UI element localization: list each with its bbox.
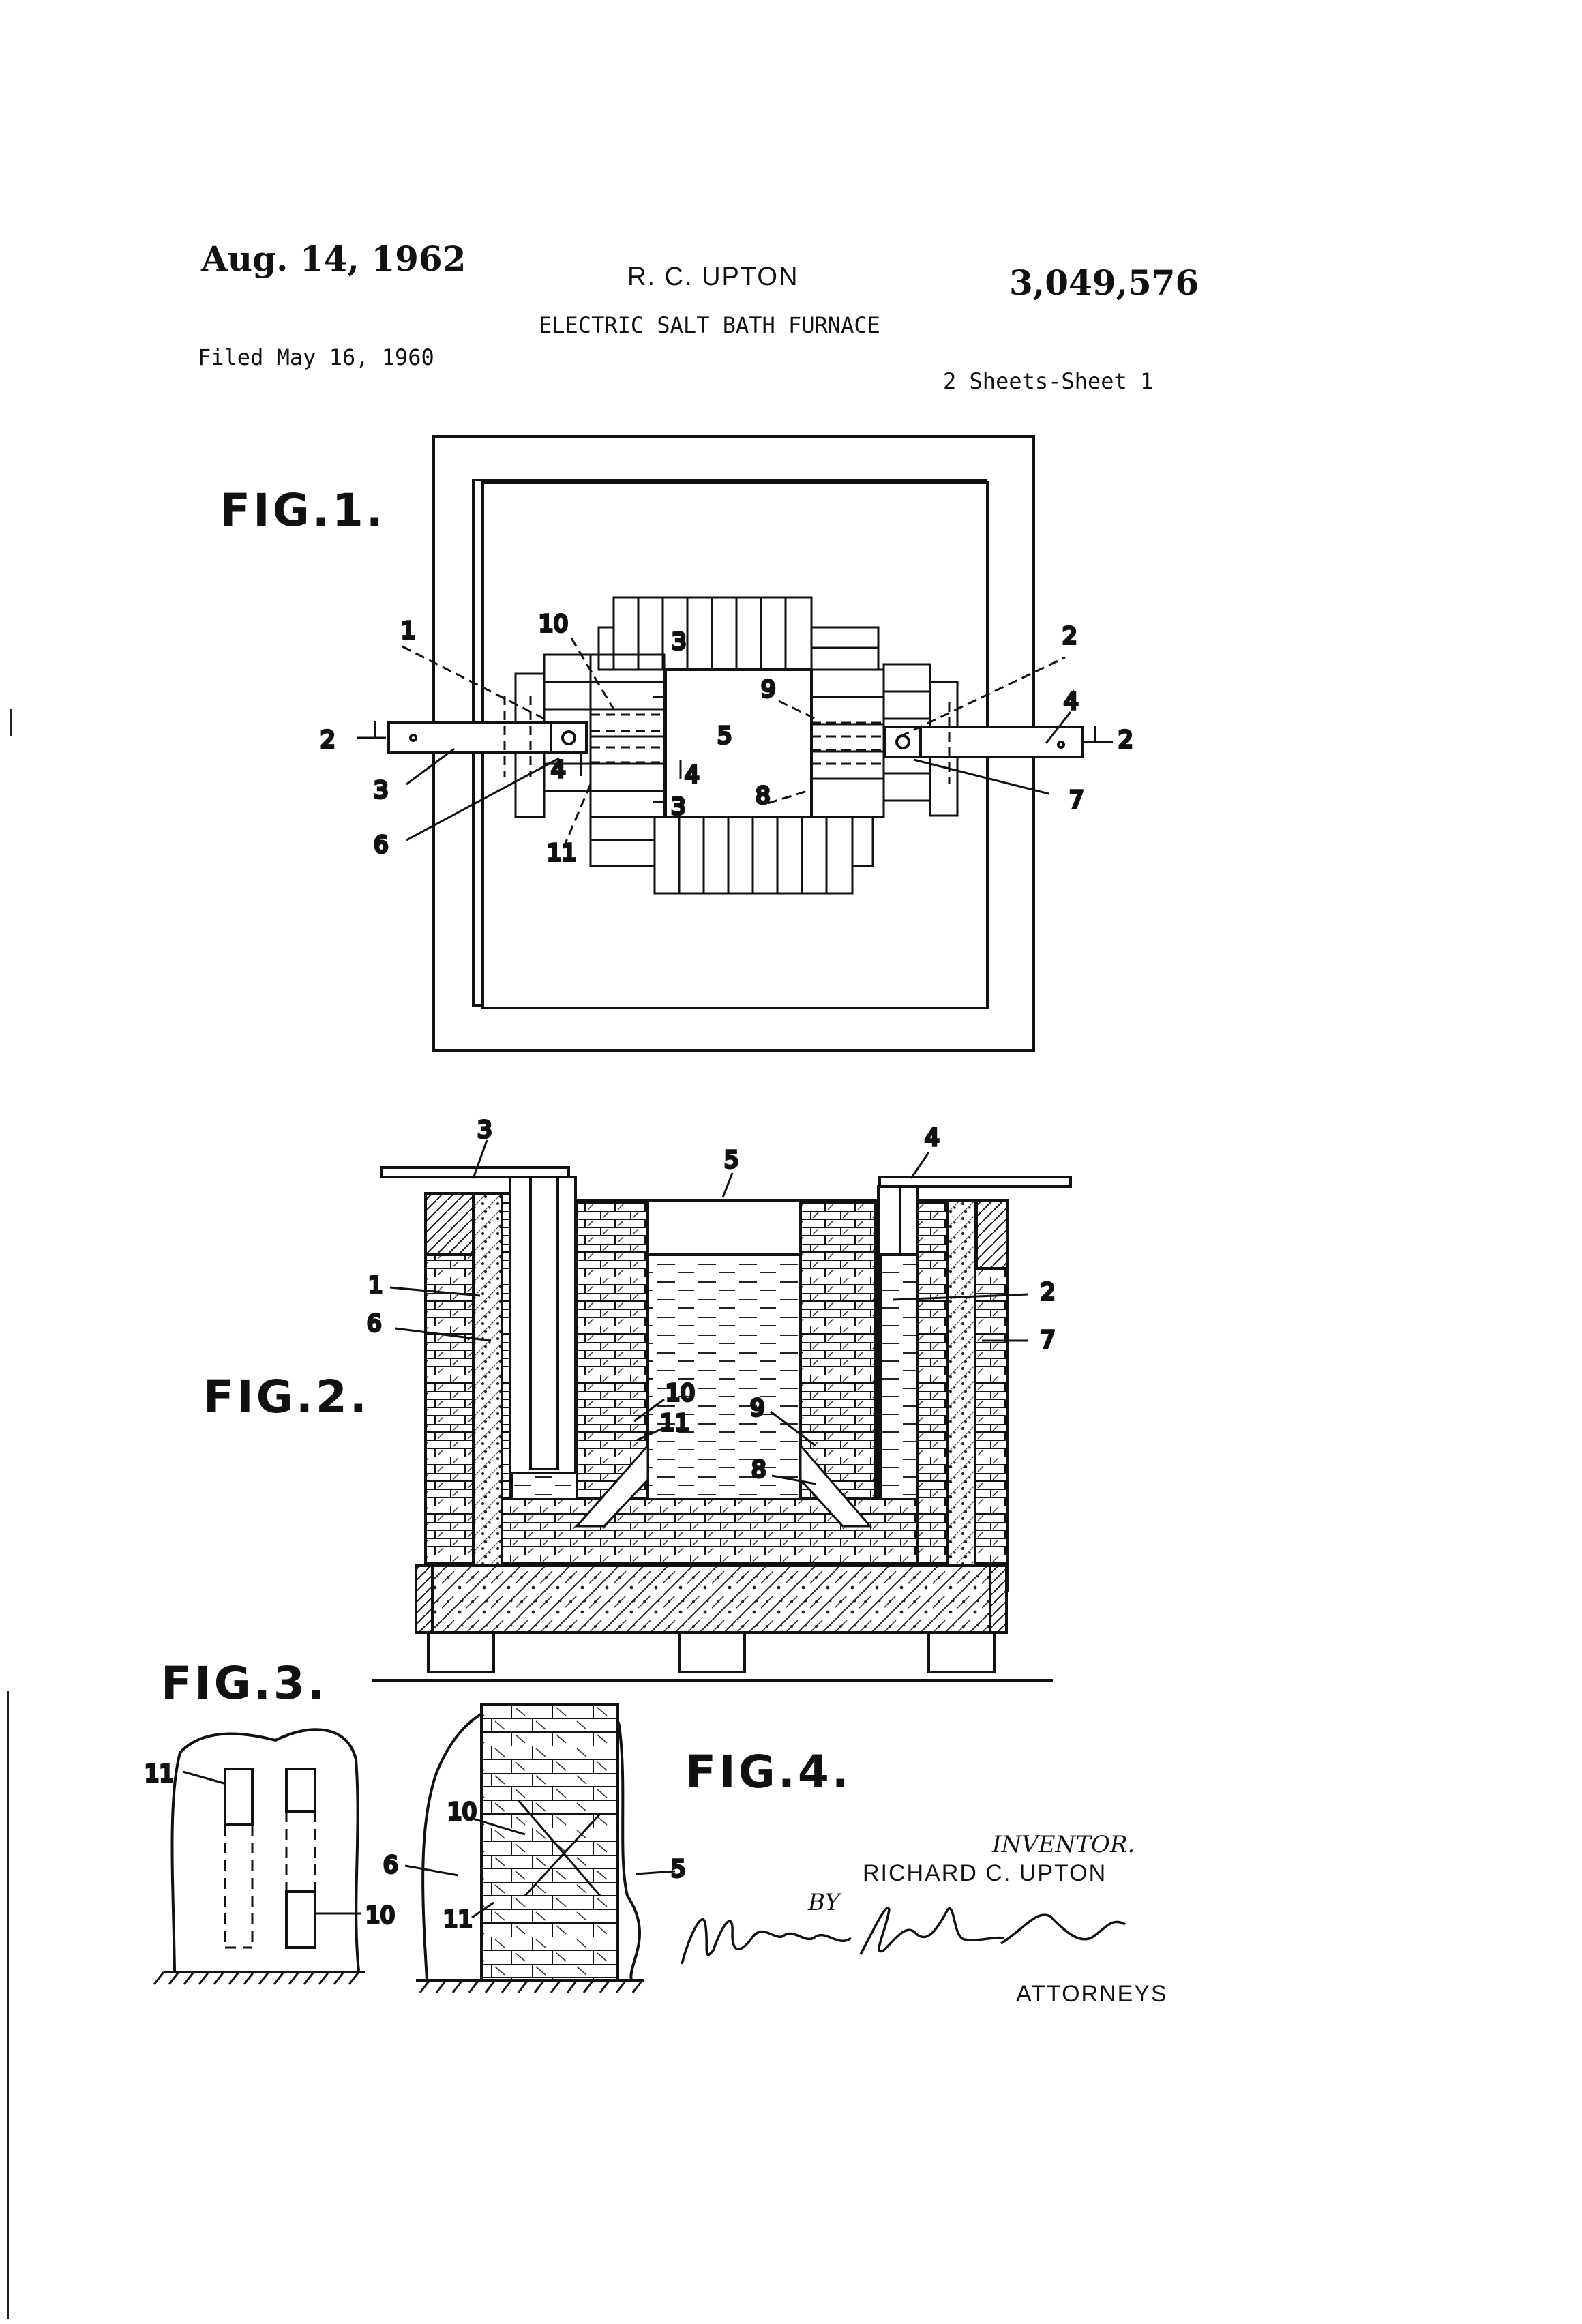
fig4-ref-5: 5 bbox=[671, 1856, 686, 1883]
fig2-ref-11: 11 bbox=[660, 1410, 689, 1437]
fig2-ref-1: 1 bbox=[368, 1272, 383, 1299]
fig2-ref-6: 6 bbox=[367, 1310, 382, 1337]
attorney-signature bbox=[682, 1908, 1125, 1964]
fig1-ref-8: 8 bbox=[756, 782, 771, 809]
fig1-ref-11: 11 bbox=[547, 839, 576, 867]
fig4-ref-11: 11 bbox=[443, 1906, 473, 1933]
fig3-ref-10: 10 bbox=[365, 1902, 395, 1929]
fig2-ref-8: 8 bbox=[751, 1456, 766, 1483]
fig2-ref-5: 5 bbox=[724, 1146, 739, 1174]
fig1-ref-3-top: 3 bbox=[672, 628, 687, 655]
fig2-ref-10: 10 bbox=[666, 1380, 695, 1407]
fig3-drawing: 11 10 bbox=[145, 1729, 395, 1984]
fig4-drawing: 10 6 11 5 bbox=[383, 1704, 686, 1993]
fig3-ref-11: 11 bbox=[145, 1760, 174, 1787]
fig1-ref-3-bottom: 3 bbox=[671, 793, 686, 820]
fig1-ref-9: 9 bbox=[761, 676, 776, 703]
fig1-ref-10: 10 bbox=[539, 610, 568, 638]
fig1-ref-4-mid: 4 bbox=[685, 762, 700, 789]
fig2-ref-2: 2 bbox=[1041, 1279, 1056, 1306]
fig2-drawing: 3 4 5 1 6 2 7 10 11 9 8 bbox=[367, 1116, 1071, 1680]
fig2-ref-4: 4 bbox=[925, 1124, 940, 1152]
fig1-ref-2-arrow-right: 2 bbox=[1118, 726, 1133, 754]
fig2-ref-7: 7 bbox=[1041, 1326, 1056, 1354]
fig1-ref-4-right: 4 bbox=[1064, 688, 1079, 715]
fig1-ref-2-arrow-left: 2 bbox=[320, 726, 335, 754]
fig1-ref-4-left: 4 bbox=[551, 756, 566, 784]
fig2-ref-9: 9 bbox=[750, 1395, 765, 1422]
fig1-ref-3-left: 3 bbox=[374, 777, 389, 804]
fig4-ref-10: 10 bbox=[447, 1798, 477, 1826]
fig1-ref-5: 5 bbox=[717, 722, 732, 749]
fig1-ref-2-right: 2 bbox=[1062, 623, 1077, 650]
fig4-ref-6: 6 bbox=[383, 1851, 398, 1879]
fig1-ref-1: 1 bbox=[401, 617, 416, 644]
fig1-ref-7: 7 bbox=[1069, 786, 1084, 814]
fig1-ref-6: 6 bbox=[374, 831, 389, 859]
fig2-ref-3: 3 bbox=[477, 1116, 492, 1144]
fig1-drawing: 1 10 3 5 9 2 4 2 2 3 4 4 3 8 7 6 11 bbox=[320, 436, 1133, 1050]
